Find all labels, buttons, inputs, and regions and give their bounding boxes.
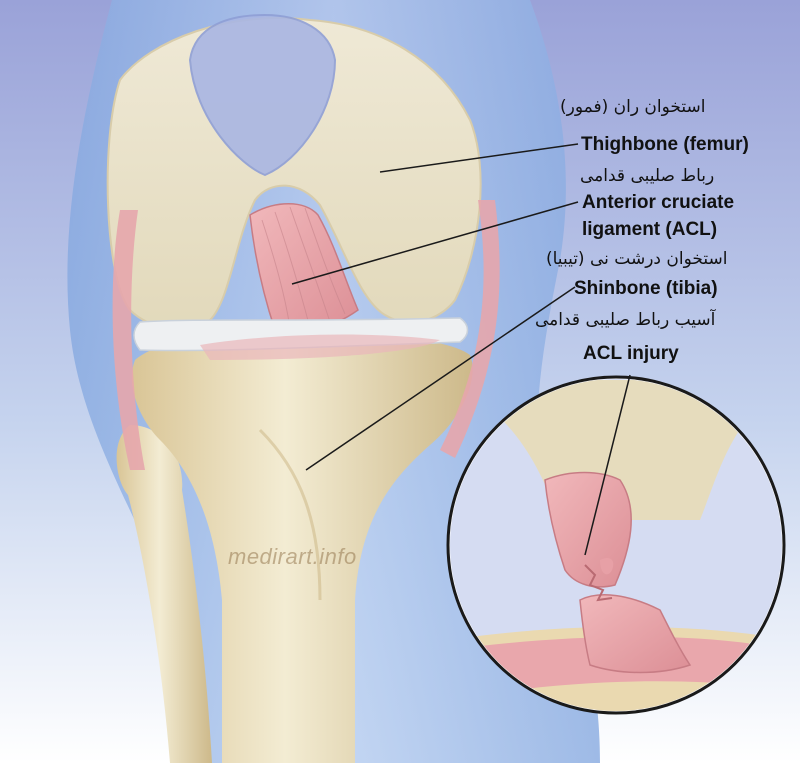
tibia-label: Shinbone (tibia) — [574, 279, 718, 298]
femur-label-persian: استخوان ران (فمور) — [560, 99, 706, 116]
injury-label-persian: آسیب رباط صلیبی قدامی — [535, 312, 715, 329]
watermark: medirart.info — [228, 544, 357, 570]
acl-label-line2: ligament (ACL) — [582, 220, 717, 239]
injury-label: ACL injury — [583, 344, 679, 363]
acl-label-line1: Anterior cruciate — [582, 193, 734, 212]
tibia-label-persian: استخوان درشت نی (تیبیا) — [546, 251, 727, 268]
acl-label-persian: رباط صلیبی قدامی — [580, 168, 714, 185]
femur-label: Thighbone (femur) — [581, 135, 749, 154]
